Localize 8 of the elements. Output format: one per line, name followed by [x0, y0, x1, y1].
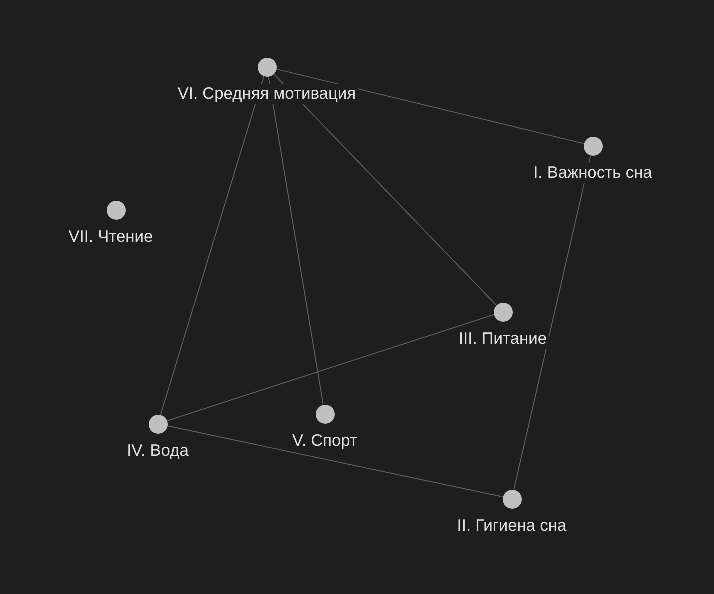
connector-line	[160, 76, 265, 416]
node-label: VI. Средняя мотивация	[176, 84, 358, 104]
connector-line	[276, 68, 584, 144]
connector-line	[166, 314, 494, 422]
connector-line	[514, 154, 592, 490]
connector-line	[268, 76, 324, 406]
connector-line	[273, 73, 497, 306]
connector-line	[166, 426, 504, 498]
